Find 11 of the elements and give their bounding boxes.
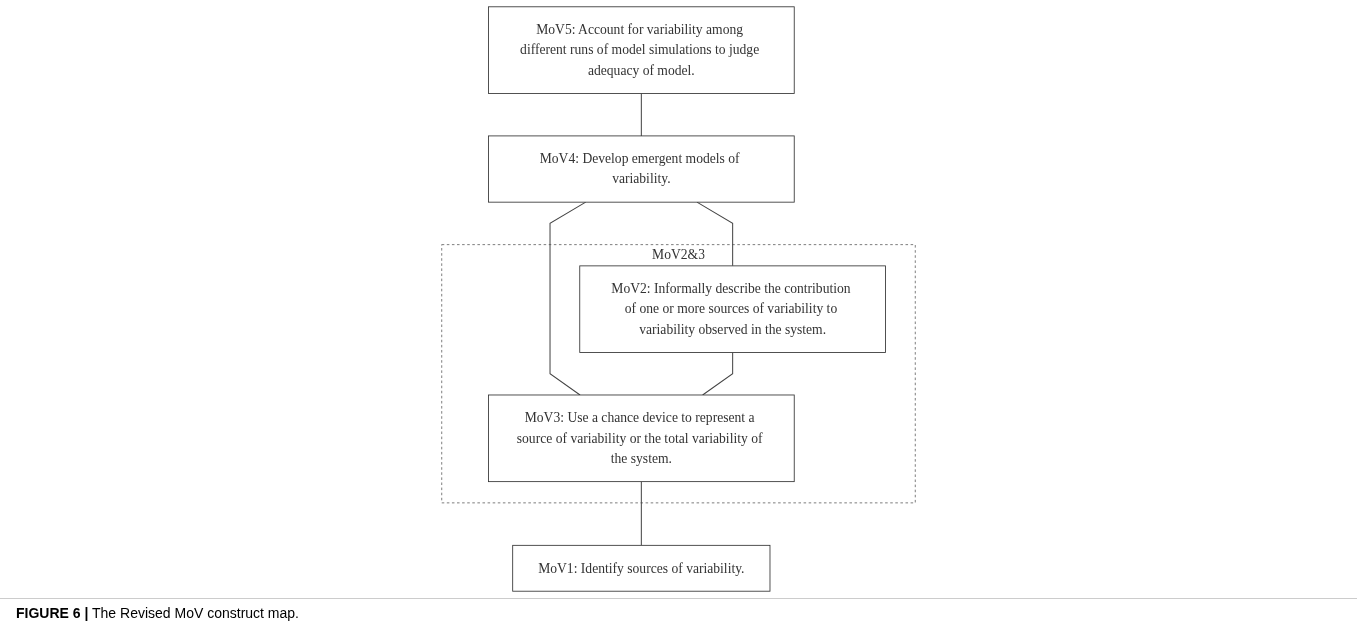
connector (702, 352, 734, 396)
connector (696, 201, 734, 267)
connector (640, 92, 642, 137)
figure-caption: FIGURE 6 | The Revised MoV construct map. (0, 598, 1357, 631)
connector (640, 481, 642, 546)
node-box: MoV4: Develop emergent models of variability. (488, 135, 795, 203)
node-box: MoV5: Account for variability among different runs of model simulations to judge adequacy of model. (488, 6, 795, 94)
node-box: MoV3: Use a chance device to represent a source of variability or the total variability of the system. (488, 394, 795, 483)
node-box: MoV2: Informally describe the contribution of one or more sources of variability to variability observed in the system. (579, 265, 886, 353)
connector (549, 201, 587, 396)
node-box: MoV1: Identify sources of variability. (512, 544, 771, 592)
